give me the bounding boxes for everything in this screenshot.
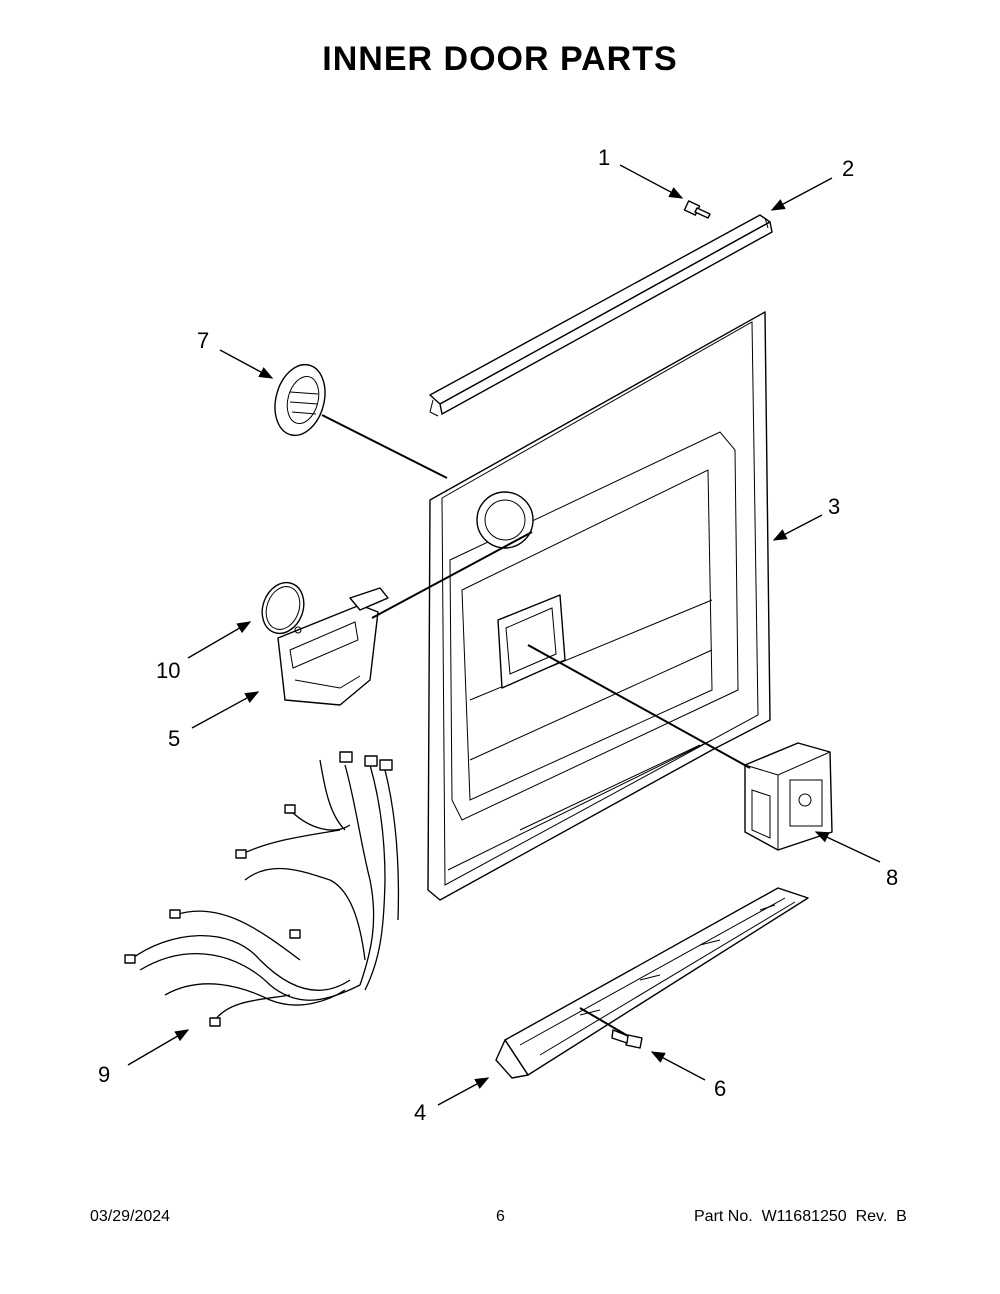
part-3-inner-door[interactable] — [427, 311, 771, 901]
callout-3[interactable]: 3 — [828, 494, 840, 519]
page-title: INNER DOOR PARTS — [322, 40, 678, 78]
callout-8[interactable]: 8 — [886, 865, 898, 890]
leader-7 — [321, 414, 448, 479]
footer-page-number: 6 — [496, 1208, 505, 1225]
arrow-2 — [770, 177, 833, 211]
part-1-screw[interactable] — [683, 200, 711, 219]
arrow-1 — [619, 164, 684, 199]
callout-2[interactable]: 2 — [842, 156, 854, 181]
callout-1[interactable]: 1 — [598, 145, 610, 170]
part-6-screw[interactable] — [611, 1029, 643, 1049]
footer-part-number: Part No. W11681250 Rev. B — [694, 1208, 907, 1225]
arrow-10 — [187, 621, 252, 659]
part-5-dispenser[interactable] — [277, 587, 389, 706]
callout-5[interactable]: 5 — [168, 726, 180, 751]
leader-8-to-3 — [527, 644, 751, 769]
arrow-7 — [219, 349, 274, 379]
arrow-9 — [127, 1029, 190, 1066]
leader-6-to-4 — [579, 1007, 629, 1037]
part-9-wire-harness[interactable] — [124, 751, 400, 1027]
arrow-6 — [650, 1051, 706, 1081]
part-10-gasket[interactable] — [255, 577, 310, 640]
part-7-vent[interactable] — [268, 359, 333, 441]
footer-date: 03/29/2024 — [90, 1208, 171, 1225]
part-2-top-trim[interactable] — [429, 214, 773, 417]
arrow-5 — [191, 691, 260, 729]
arrow-4 — [437, 1077, 490, 1106]
arrow-8 — [814, 831, 881, 863]
arrow-3 — [772, 514, 823, 541]
callout-4[interactable]: 4 — [414, 1100, 426, 1125]
callout-10[interactable]: 10 — [156, 658, 180, 683]
callout-7[interactable]: 7 — [197, 328, 209, 353]
callout-6[interactable]: 6 — [714, 1076, 726, 1101]
part-8-control-module[interactable] — [744, 742, 833, 851]
callout-9[interactable]: 9 — [98, 1062, 110, 1087]
leader-5-to-3 — [371, 531, 533, 619]
part-4-bottom-trim[interactable] — [495, 887, 809, 1079]
